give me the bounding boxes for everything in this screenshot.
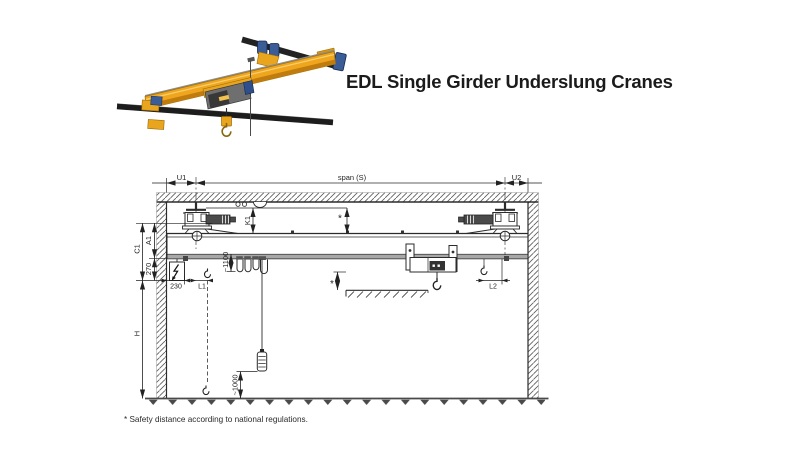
cable-clamp <box>247 56 255 63</box>
pendant-height-dimension <box>236 371 258 399</box>
dim-label-l1: L1 <box>198 284 206 291</box>
hook-icon <box>480 264 488 276</box>
k1-dimension <box>206 207 350 234</box>
festoon-depth-dimension <box>226 254 236 272</box>
hoist-label <box>218 94 230 102</box>
dim-label-230: 230 <box>170 284 182 291</box>
near-truck-wheel <box>150 95 163 106</box>
truck-wheel <box>495 213 502 222</box>
power-supply-icon <box>169 259 185 281</box>
dim-label-c1: C1 <box>133 244 142 254</box>
hoist-drum <box>208 90 230 109</box>
left-wall-hatch <box>156 202 167 399</box>
travel-motor <box>205 214 231 225</box>
dim-label-a1: A1 <box>144 236 153 245</box>
safety-star-bottom: * <box>330 279 334 290</box>
crane-illustration <box>116 36 347 138</box>
hook-icon <box>202 384 210 396</box>
dim-label-h: H <box>133 331 142 336</box>
page-title: EDL Single Girder Underslung Cranes <box>346 71 673 93</box>
safety-dimension <box>333 271 346 290</box>
festoon-cables <box>236 256 268 275</box>
right-wall-hatch <box>528 202 539 399</box>
truck-wheel <box>187 213 194 222</box>
travel-motor <box>463 214 494 225</box>
right-end-truck <box>458 202 520 234</box>
dim-label-l2: L2 <box>489 284 497 291</box>
dim-label-270: 270 <box>144 263 153 276</box>
left-dimensions <box>136 222 213 399</box>
girder-highlight <box>145 53 335 101</box>
rail-foot <box>147 119 165 130</box>
hook-path <box>202 267 212 396</box>
truck-wheel <box>508 213 515 222</box>
safety-star-top: * <box>338 214 342 225</box>
hoist-trolley <box>405 243 458 291</box>
dim-label-1000: ~1000 <box>231 374 240 395</box>
dim-label-k1: K1 <box>243 216 252 225</box>
dim-label-u1: U1 <box>177 173 187 182</box>
hoist-control-box <box>429 261 445 271</box>
crane-girder <box>166 230 529 261</box>
left-end-truck <box>182 201 267 234</box>
hook-icon <box>432 277 442 291</box>
hoist-motor-cap <box>243 80 255 95</box>
hook-icon <box>203 267 212 279</box>
dim-label-u2: U2 <box>512 173 522 182</box>
floor-symbols <box>146 399 545 407</box>
dim-label-1100: ~1100 <box>221 252 230 273</box>
pendant-control <box>256 259 268 372</box>
l2-dimension <box>476 259 510 285</box>
obstacle <box>345 289 429 298</box>
dim-label-span: span (S) <box>338 173 367 182</box>
dimension-labels: U1 span (S) U2 K1 A1 C1 270 H 230 L1 L2 … <box>133 173 522 396</box>
dimension-drawing: U1 span (S) U2 K1 A1 C1 270 H 230 L1 L2 … <box>133 173 549 407</box>
safety-footnote: * Safety distance according to national … <box>124 415 308 424</box>
ceiling-hatch <box>156 192 539 202</box>
